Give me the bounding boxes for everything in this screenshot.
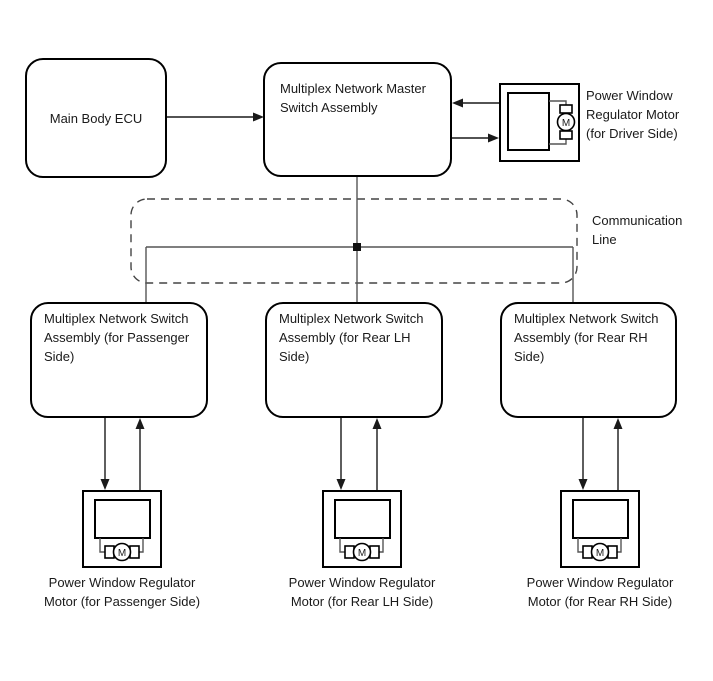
motor-letter: M <box>358 548 366 559</box>
motor-icon: M <box>572 499 629 562</box>
rear-rh-motor-box <box>560 490 640 568</box>
connector-rear-rh-switch-motor <box>578 418 623 490</box>
communication-line-dashed-outline <box>130 198 578 284</box>
motor-icon: M <box>507 92 576 151</box>
rear-rh-motor-label: Power Window Regulator Motor (for Rear R… <box>526 575 674 609</box>
connector-passenger-switch-motor <box>100 418 145 490</box>
bus-junction-dot <box>353 243 361 251</box>
passenger-motor-label: Power Window Regulator Motor (for Passen… <box>43 575 201 609</box>
master-switch-assembly-box: Multiplex Network Master Switch Assembly <box>263 62 452 177</box>
rear-lh-switch-assembly-label: Multiplex Network Switch Assembly (for R… <box>279 311 424 364</box>
passenger-motor-box <box>82 490 162 568</box>
motor-icon: M <box>334 499 391 562</box>
motor-letter: M <box>562 118 570 129</box>
passenger-switch-assembly-box: Multiplex Network Switch Assembly (for P… <box>30 302 208 418</box>
rear-rh-switch-assembly-box: Multiplex Network Switch Assembly (for R… <box>500 302 677 418</box>
driver-motor-box <box>499 83 580 162</box>
rear-lh-motor-label: Power Window Regulator Motor (for Rear L… <box>288 575 436 609</box>
motor-letter: M <box>118 548 126 559</box>
main-body-ecu-label: Main Body ECU <box>49 110 143 126</box>
communication-line-label: Communication Line <box>592 213 683 247</box>
connector-rear-lh-switch-motor <box>336 418 382 490</box>
driver-motor-label: Power Window Regulator Motor (for Driver… <box>586 88 680 141</box>
rear-rh-switch-assembly-label: Multiplex Network Switch Assembly (for R… <box>514 311 659 364</box>
master-switch-assembly-label: Multiplex Network Master Switch Assembly <box>280 81 426 115</box>
connector-ecu-to-master <box>167 112 264 122</box>
motor-icon: M <box>94 499 151 562</box>
main-body-ecu-box: Main Body ECU <box>25 58 167 178</box>
passenger-switch-assembly-label: Multiplex Network Switch Assembly (for P… <box>44 311 190 364</box>
connector-driver-motor-to-master <box>452 98 499 108</box>
rear-lh-motor-box <box>322 490 402 568</box>
connector-master-to-driver-motor <box>452 133 499 143</box>
motor-letter: M <box>596 548 604 559</box>
rear-lh-switch-assembly-box: Multiplex Network Switch Assembly (for R… <box>265 302 443 418</box>
